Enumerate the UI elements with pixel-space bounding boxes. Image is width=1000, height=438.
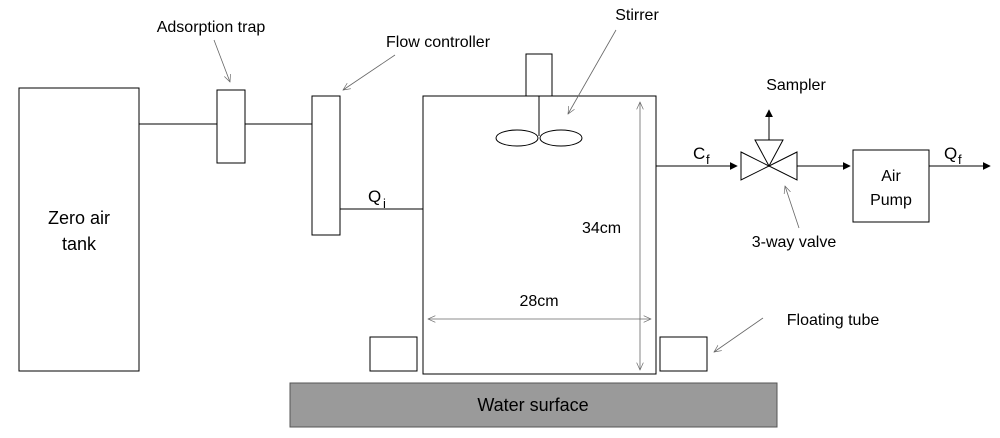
stirrer-motor [525, 53, 553, 97]
qi-symbol: Q [368, 187, 381, 206]
water-surface [289, 382, 778, 428]
floating-tube-left [369, 336, 418, 372]
width-dimension-label: 28cm [519, 293, 558, 310]
stirrer-blade-left [495, 129, 539, 147]
stirrer-blade-right [539, 129, 583, 147]
floating-tube-right [659, 336, 708, 372]
flow-controller-label: Flow controller [386, 34, 491, 51]
stirrer-leader [568, 29, 617, 114]
floating-tube-leader [714, 317, 764, 352]
air-pump [852, 149, 930, 223]
valve-left-triangle [740, 151, 771, 181]
cf-symbol: C [693, 144, 705, 163]
zero-air-tank-label-1: Zero air [48, 208, 110, 228]
cf-subscript: f [706, 152, 710, 167]
adsorption-trap-leader [213, 39, 230, 82]
qf-symbol: Q [944, 144, 957, 163]
adsorption-trap [216, 89, 246, 164]
air-pump-label-1: Air [881, 168, 901, 185]
water-surface-label: Water surface [477, 395, 588, 415]
height-dimension-label: 34cm [582, 220, 621, 237]
zero-air-tank-label-2: tank [62, 234, 97, 254]
floating-tube-label: Floating tube [787, 312, 880, 329]
three-way-valve-label: 3-way valve [752, 234, 837, 251]
flow-controller [311, 95, 341, 236]
three-way-valve-leader [785, 186, 800, 229]
adsorption-trap-label: Adsorption trap [157, 19, 266, 36]
sampler-label: Sampler [766, 77, 826, 94]
stirrer-label: Stirrer [615, 7, 659, 24]
chamber [422, 95, 657, 375]
qi-subscript: i [383, 196, 386, 211]
qf-subscript: f [958, 152, 962, 167]
flow-controller-leader [343, 54, 396, 90]
air-pump-label-2: Pump [870, 192, 912, 209]
zero-air-tank [18, 87, 140, 372]
